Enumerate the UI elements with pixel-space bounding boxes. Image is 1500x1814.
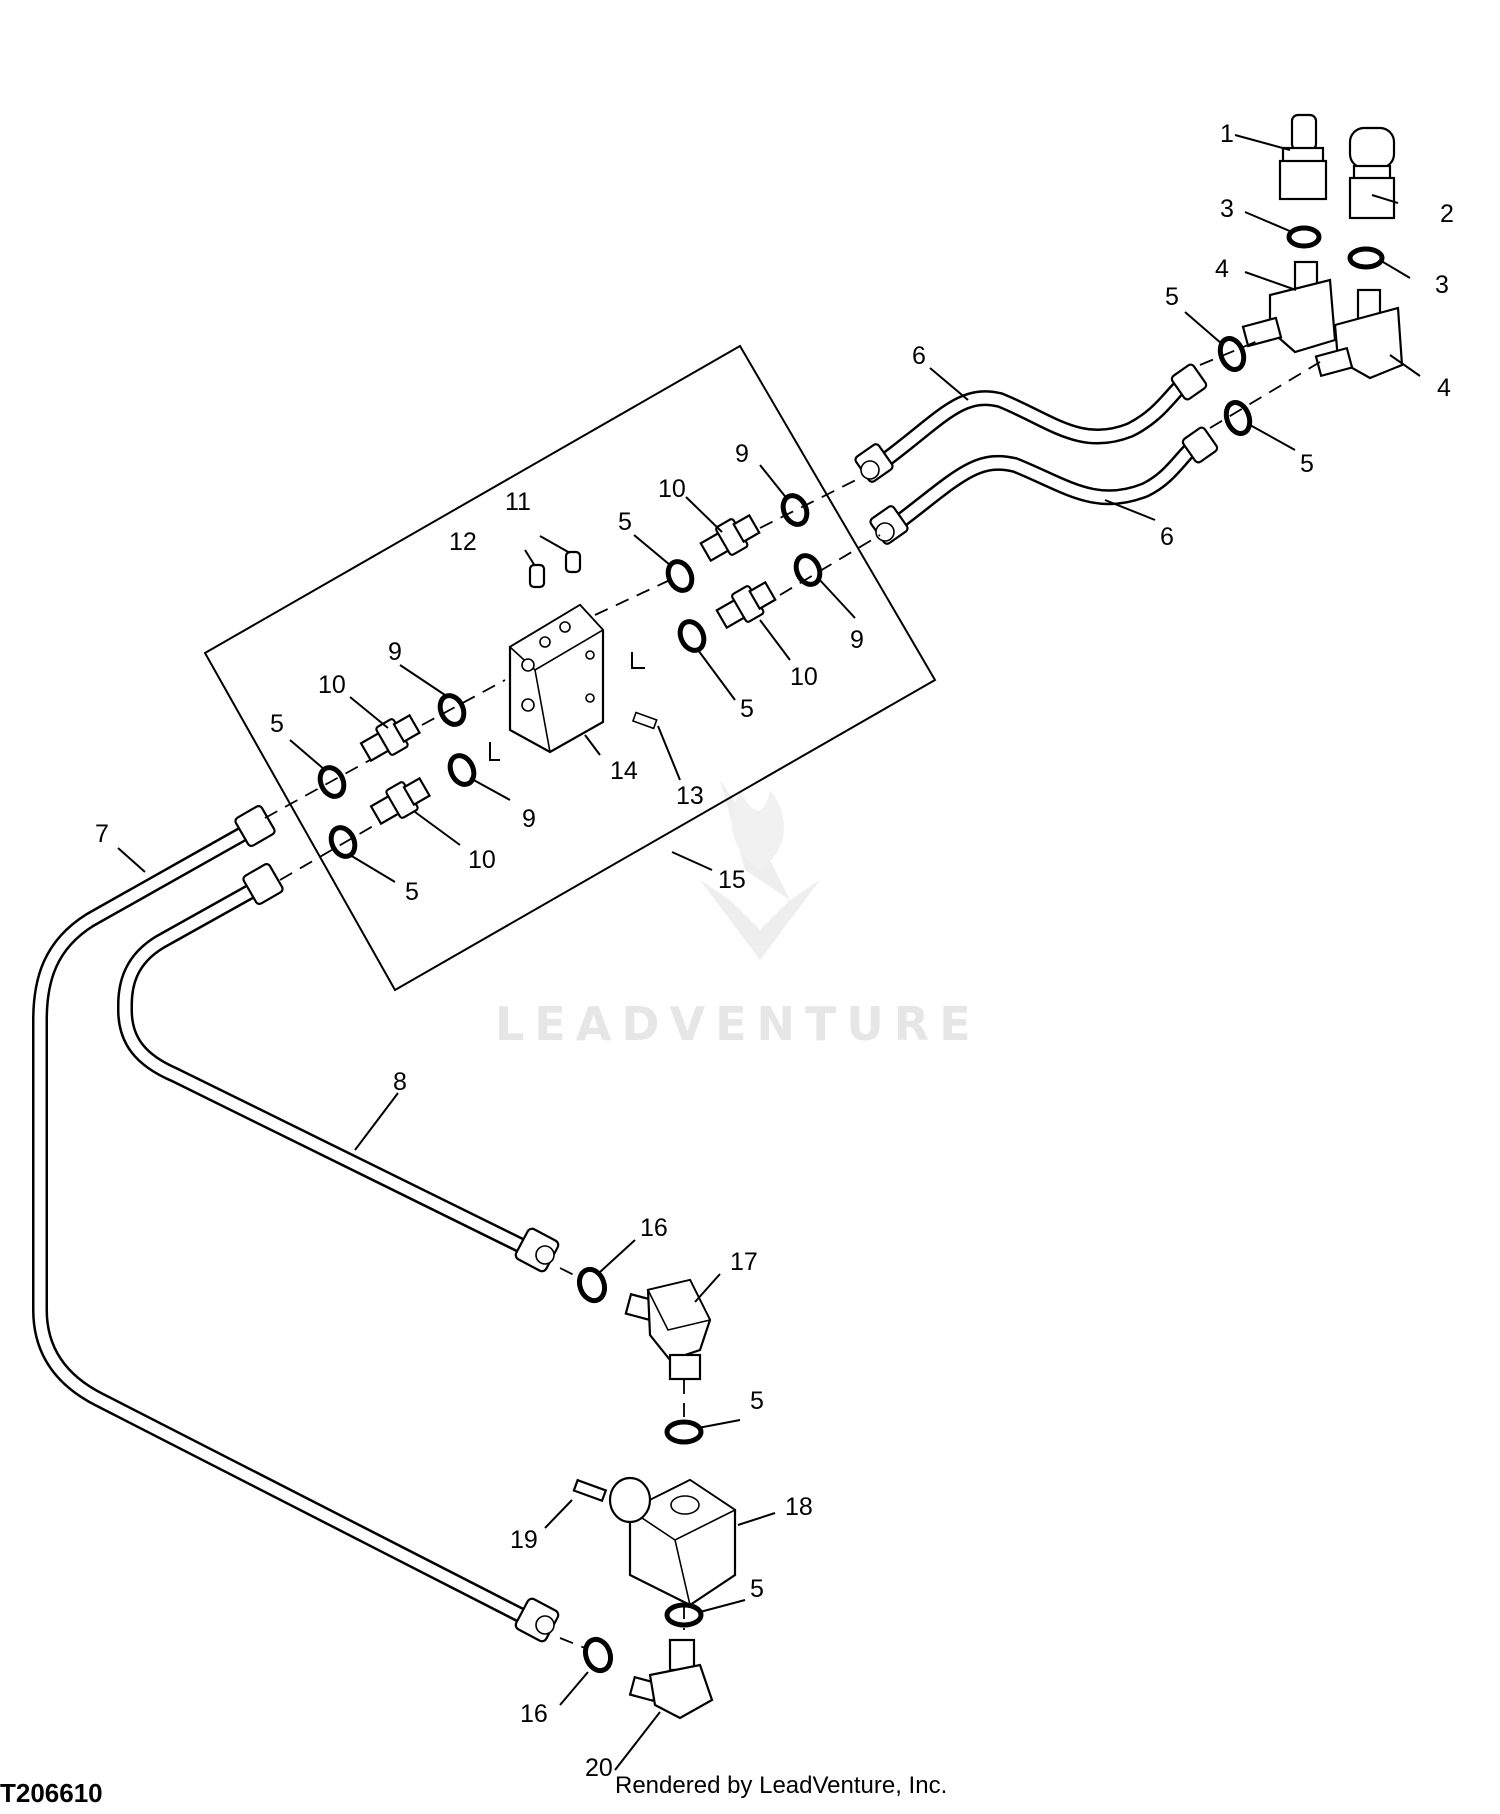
o-ring-5-kit-mid: [677, 619, 707, 653]
callout-10-top: 10: [658, 475, 686, 503]
o-ring-9-top: [780, 493, 810, 527]
callout-5-kit-upper: 5: [618, 508, 632, 536]
callout-13: 13: [676, 782, 704, 810]
o-ring-5-hose-lower: [1223, 400, 1253, 436]
coupler-1: [1278, 113, 1328, 201]
callout-8: 8: [393, 1068, 407, 1096]
callout-6-lower: 6: [1160, 523, 1174, 551]
callout-10-left-lower: 10: [468, 846, 496, 874]
hose-6-lower: [869, 426, 1219, 545]
callout-9-left-lower: 9: [522, 805, 536, 833]
callout-9-left-upper: 9: [388, 638, 402, 666]
hose-6-upper: [854, 363, 1208, 483]
callout-6-upper: 6: [912, 342, 926, 370]
callout-14: 14: [610, 757, 638, 785]
o-ring-16-lower: [582, 1636, 614, 1674]
elbow-20: [628, 1638, 714, 1720]
callout-10-left-upper: 10: [318, 671, 346, 699]
leadventure-logo-icon: [700, 780, 820, 960]
callout-3-left: 3: [1220, 195, 1234, 223]
o-ring-5-bottom-upper: [664, 1419, 704, 1445]
plug-12: [528, 563, 546, 589]
callout-9-top: 9: [735, 440, 749, 468]
pin-19: [572, 1478, 608, 1503]
o-ring-9-left-upper: [437, 693, 467, 727]
callout-11: 11: [505, 488, 531, 516]
o-ring-9-right: [793, 553, 823, 587]
o-ring-3-left: [1286, 225, 1322, 249]
o-ring-9-left-lower: [447, 753, 477, 787]
callout-2: 2: [1440, 200, 1454, 228]
fitting-10-left-upper: [359, 713, 422, 763]
callout-19: 19: [510, 1526, 538, 1554]
plug-11: [564, 550, 582, 574]
callout-5-hose-lower: 5: [1300, 450, 1314, 478]
callout-5-hose-upper: 5: [1165, 283, 1179, 311]
figure-id: T206610: [0, 1778, 103, 1808]
tee-18: [608, 1476, 737, 1607]
callout-3-right: 3: [1435, 271, 1449, 299]
fitting-10-mid: [715, 580, 777, 630]
callout-17: 17: [730, 1248, 758, 1276]
callout-12: 12: [449, 528, 477, 556]
callout-10-mid: 10: [790, 663, 818, 691]
callout-1: 1: [1220, 120, 1234, 148]
o-ring-16-upper: [576, 1266, 608, 1304]
callout-5-kit-mid: 5: [740, 695, 754, 723]
callout-5-left-lower: 5: [405, 878, 419, 906]
callout-18: 18: [785, 1493, 813, 1521]
valve-block-14: [508, 603, 605, 754]
o-ring-3-right: [1347, 246, 1385, 270]
callout-5-bottom-upper: 5: [750, 1387, 764, 1415]
o-ring-5-left-upper: [317, 765, 347, 799]
callout-4-right: 4: [1437, 374, 1451, 402]
callout-20: 20: [585, 1754, 613, 1782]
set-screw-13: [631, 711, 658, 730]
render-credit: Rendered by LeadVenture, Inc.: [615, 1772, 948, 1799]
fitting-10-left-lower: [369, 776, 432, 826]
callout-5-left-upper: 5: [270, 710, 284, 738]
o-ring-5-hose-upper: [1217, 336, 1247, 372]
callout-16-upper: 16: [640, 1214, 668, 1242]
elbow-17: [624, 1278, 712, 1381]
hose-8: [117, 863, 560, 1273]
callout-5-bottom-lower: 5: [750, 1575, 764, 1603]
elbow-4-left: [1241, 260, 1337, 354]
hose-7: [32, 805, 560, 1643]
watermark-text: LEADVENTURE: [495, 997, 981, 1051]
callout-9-right: 9: [850, 626, 864, 654]
callout-16-lower: 16: [520, 1700, 548, 1728]
callout-4-left: 4: [1215, 255, 1229, 283]
coupler-2: [1348, 126, 1396, 220]
valve-kit-frame: [203, 344, 937, 992]
callout-7: 7: [95, 820, 109, 848]
fitting-10-top: [699, 513, 761, 563]
elbow-4-right: [1314, 288, 1404, 380]
o-ring-5-left-lower: [328, 825, 358, 859]
callout-15: 15: [718, 866, 746, 894]
